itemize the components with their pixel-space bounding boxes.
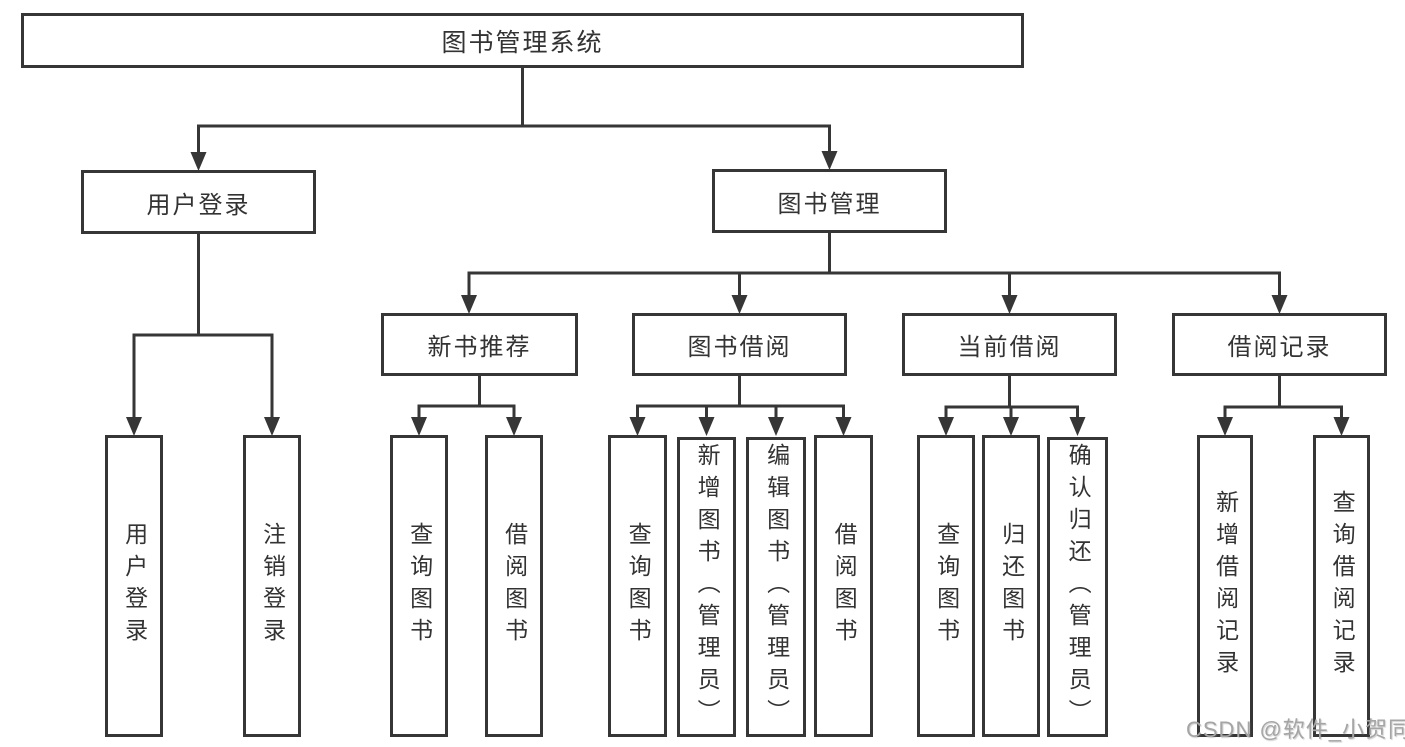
csdn-watermark: CSDN @软件_小贺同学 — [1186, 717, 1405, 742]
leaf-records-query-record: 查询借阅记录 — [1313, 435, 1370, 737]
node-user-login: 用户登录 — [81, 170, 316, 234]
leaf-current-query-books: 查询图书 — [917, 435, 975, 737]
leaf-user-login: 用户登录 — [105, 435, 163, 737]
node-current-borrow: 当前借阅 — [902, 313, 1117, 376]
leaf-borrow-borrow-books: 借阅图书 — [814, 435, 873, 737]
node-new-book-recommend: 新书推荐 — [381, 313, 578, 376]
node-book-management: 图书管理 — [712, 169, 947, 233]
node-root-library-system: 图书管理系统 — [21, 13, 1024, 68]
node-borrow-records: 借阅记录 — [1172, 313, 1387, 376]
leaf-current-return-books: 归还图书 — [982, 435, 1040, 737]
leaf-current-confirm-return-admin: 确认归还（管理员） — [1047, 437, 1108, 737]
leaf-newbook-query-books: 查询图书 — [390, 435, 448, 737]
node-book-borrow: 图书借阅 — [632, 313, 847, 376]
leaf-newbook-borrow-books: 借阅图书 — [485, 435, 543, 737]
leaf-records-add-record: 新增借阅记录 — [1197, 435, 1253, 737]
leaf-logout-login: 注销登录 — [243, 435, 301, 737]
leaf-borrow-query-books: 查询图书 — [608, 435, 667, 737]
leaf-borrow-edit-books-admin: 编辑图书（管理员） — [746, 437, 806, 737]
leaf-borrow-add-books-admin: 新增图书（管理员） — [677, 437, 736, 737]
connector-paths — [132, 68, 1343, 420]
